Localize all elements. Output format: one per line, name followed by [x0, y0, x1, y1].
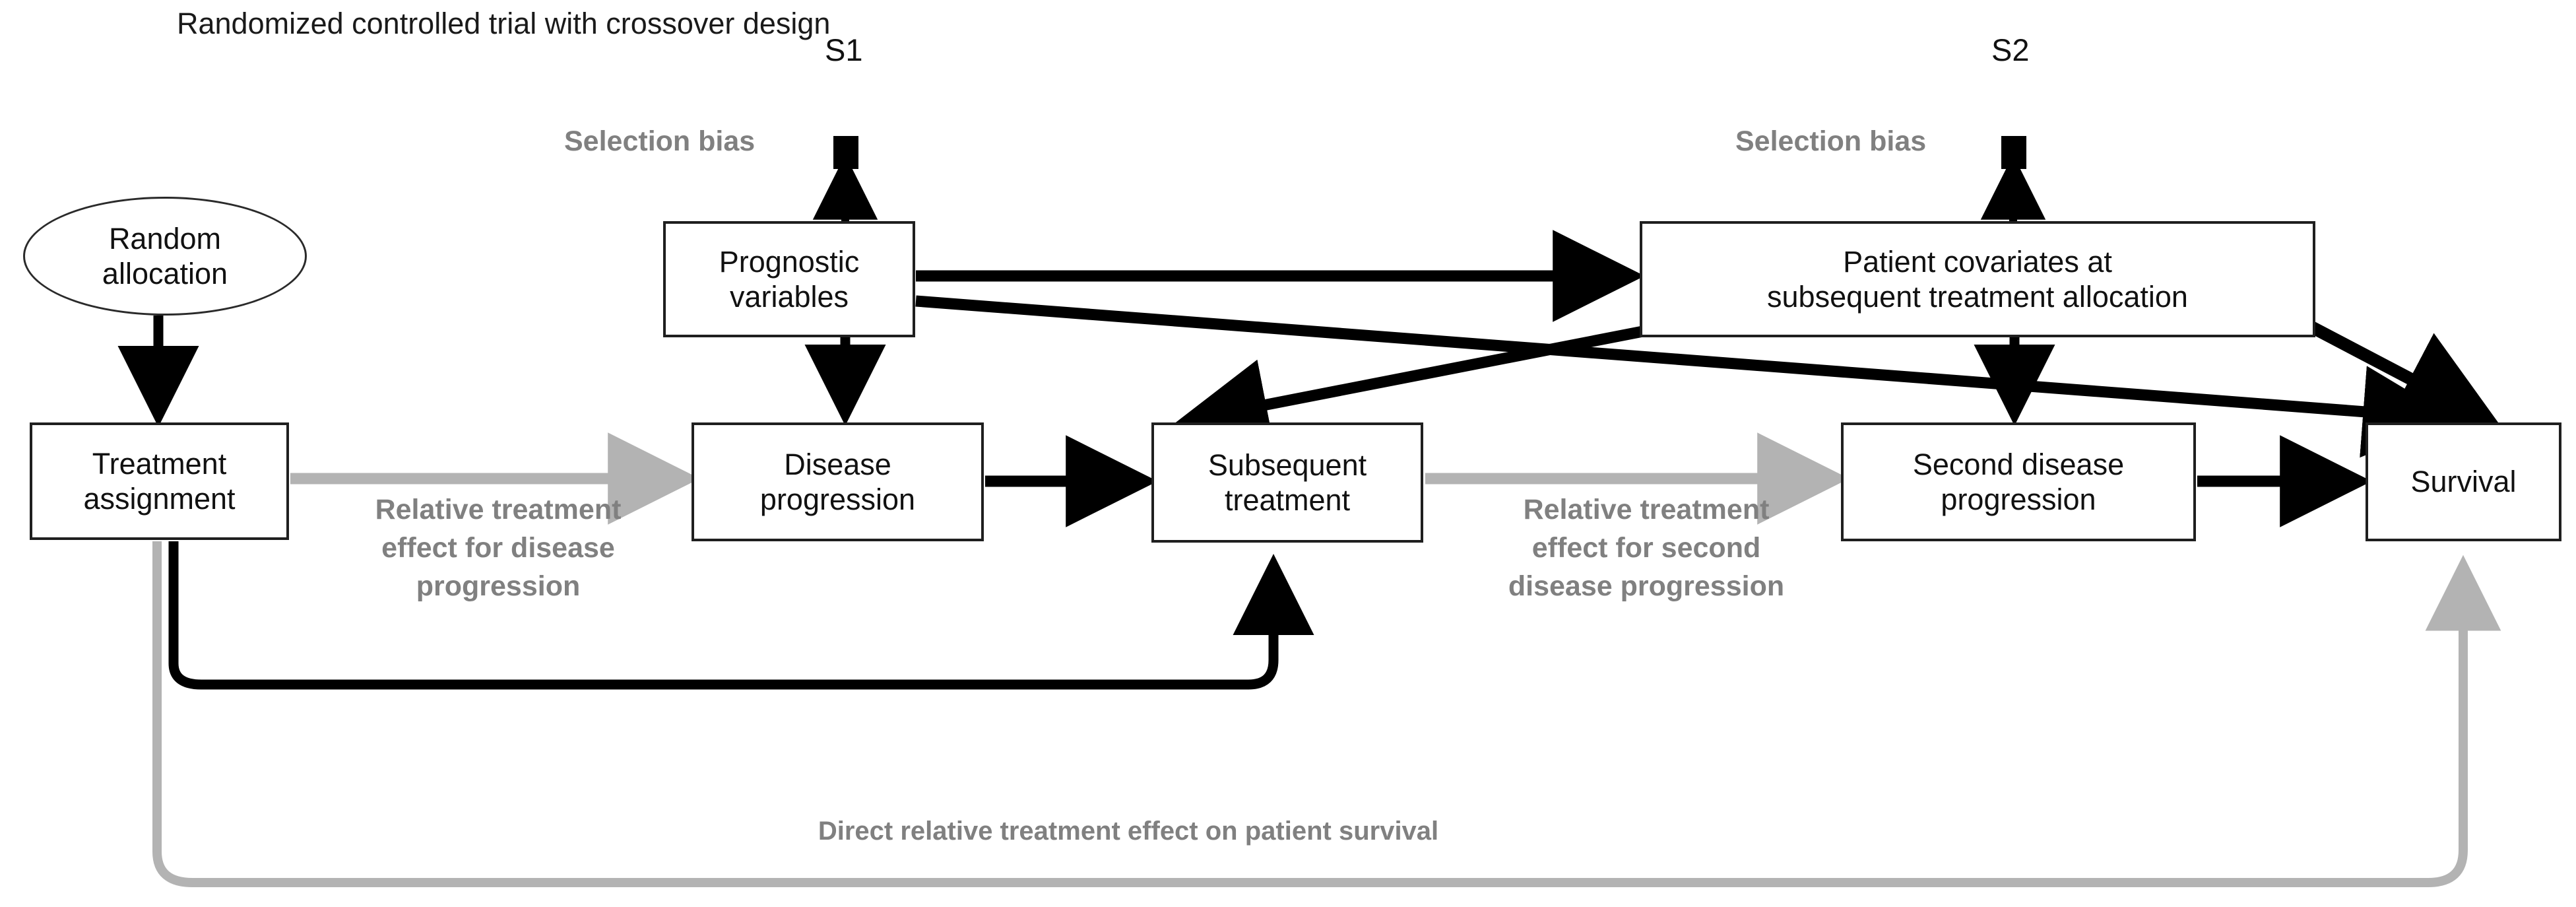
- node-subsequent-treatment[interactable]: Subsequent treatment: [1151, 422, 1423, 543]
- node-patient-covariates[interactable]: Patient covariates at subsequent treatme…: [1640, 221, 2315, 337]
- selection-marker-label-s2: S2: [1991, 32, 2030, 67]
- edge-label-selection-bias-2: Selection bias: [1735, 125, 1927, 157]
- edge-treatment-assignment-to-survival: [152, 541, 2501, 887]
- page-title: Randomized controlled trial with crossov…: [177, 7, 831, 40]
- selection-marker-label-s1: S1: [825, 32, 863, 67]
- selection-marker-square-s1: [833, 136, 858, 169]
- node-survival[interactable]: Survival: [2366, 422, 2561, 541]
- edge-treatment-assignment-to-subsequent-treatment: [168, 541, 1314, 690]
- selection-marker-square-s2: [2001, 136, 2026, 169]
- edge-label-relative-treatment-effect-second-disease: Relative treatment effect for second dis…: [1508, 494, 1785, 603]
- node-treatment-assignment[interactable]: Treatment assignment: [30, 422, 289, 540]
- edge-patient-covariates-to-subsequent-treatment: [1175, 324, 1651, 450]
- node-disease-progression[interactable]: Disease progression: [692, 422, 984, 541]
- node-second-disease-progression[interactable]: Second disease progression: [1841, 422, 2196, 541]
- edge-label-direct-relative-treatment-effect-survival: Direct relative treatment effect on pati…: [818, 817, 1439, 846]
- node-random-allocation[interactable]: Random allocation: [23, 197, 307, 316]
- node-prognostic-variables[interactable]: Prognostic variables: [663, 221, 915, 337]
- edge-prognostic-variables-to-survival: [915, 295, 2455, 458]
- edge-label-relative-treatment-effect-disease: Relative treatment effect for disease pr…: [375, 494, 622, 603]
- edge-label-selection-bias-1: Selection bias: [564, 125, 756, 157]
